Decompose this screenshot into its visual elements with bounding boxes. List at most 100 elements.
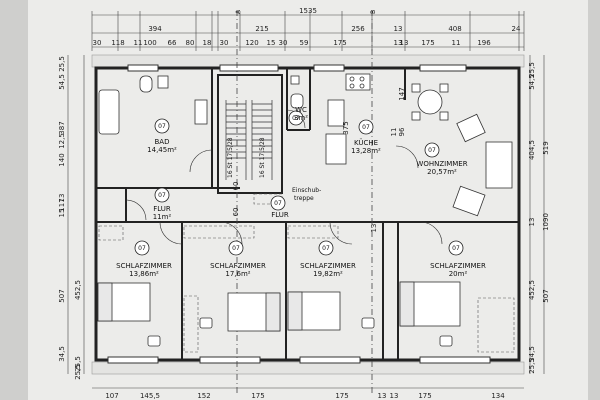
dim-right: 452,5 <box>528 280 536 300</box>
sofa-icon <box>485 141 513 189</box>
dim-right: 34,5 <box>528 346 536 362</box>
dim-right: 54,5 <box>528 74 536 90</box>
section-mark-b: B <box>370 10 377 14</box>
einschub-label: Einschub- <box>292 187 321 194</box>
dim-top-row2: 11 <box>452 39 461 47</box>
wc-sink-icon <box>290 75 300 85</box>
dim-interior: 375 <box>342 121 350 134</box>
room-number: 07 <box>322 245 330 252</box>
dim-bottom: 175 <box>251 392 264 400</box>
room-number: 07 <box>158 123 166 130</box>
room-area: 19,82m² <box>313 270 343 278</box>
room-name: SCHLAFZIMMER <box>116 262 172 270</box>
dim-top-row2: 30 <box>279 39 288 47</box>
dining-table-icon <box>411 83 449 121</box>
dim-bottom: 175 <box>335 392 348 400</box>
dim-top-row2: 175 <box>421 39 434 47</box>
room-number: 07 <box>362 124 370 131</box>
dim-right: 13 <box>528 218 536 227</box>
wardrobes <box>98 225 515 353</box>
dim-right: 25,5 <box>528 62 536 78</box>
living-furniture <box>452 113 513 217</box>
dim-left: 15 <box>58 209 66 218</box>
dim-right: 507 <box>542 289 550 302</box>
dim-left: 140 <box>58 153 66 166</box>
dim-right: 25,5 <box>528 358 536 374</box>
dim-left: 25,5 <box>74 356 82 372</box>
dim-left: 117 <box>58 198 66 211</box>
dim-interior: 96 <box>398 127 406 136</box>
dim-top-row2: 13 <box>400 39 409 47</box>
dim-top-row1: 256 <box>351 25 365 33</box>
dim-top-row1: 215 <box>255 25 268 33</box>
treppe-label: treppe <box>294 195 314 202</box>
bathtub-icon <box>98 89 120 135</box>
dim-top-total: 1535 <box>299 7 317 15</box>
kitchen-counter-icon <box>325 133 347 165</box>
room-name: WC <box>295 106 307 114</box>
room-number-circle <box>318 240 334 256</box>
dim-top-row2: 13 <box>394 39 403 47</box>
dim-left: 25,5 <box>74 364 82 380</box>
room-number-circle <box>288 110 304 126</box>
room-number-circle <box>358 119 374 135</box>
room-area: 17,6m² <box>225 270 250 278</box>
stair-label-right: 16 St 17,5/28 <box>259 137 266 178</box>
dim-left: 12,5 <box>58 133 66 149</box>
dim-left: 34,5 <box>58 346 66 362</box>
dim-left: 54,5 <box>58 74 66 90</box>
room-number-circle <box>154 187 170 203</box>
room-name: SCHLAFZIMMER <box>210 262 266 270</box>
dim-top-row2: 196 <box>477 39 491 47</box>
room-area: 13,86m² <box>129 270 159 278</box>
room-name: WOHNZIMMER <box>416 160 467 168</box>
dim-bottom: 145,5 <box>140 392 160 400</box>
room-number: 07 <box>452 245 460 252</box>
armchair-icon-2 <box>452 185 486 217</box>
dim-bottom: 13 <box>390 392 399 400</box>
dim-top-row2: 30 <box>220 39 229 47</box>
room-number-circle <box>228 240 244 256</box>
dim-top-row2: 59 <box>300 39 309 47</box>
dim-top-row2: 120 <box>245 39 258 47</box>
room-number: 07 <box>158 192 166 199</box>
room-name: SCHLAFZIMMER <box>430 262 486 270</box>
room-number: 07 <box>274 200 282 207</box>
room-number-circle <box>270 195 286 211</box>
kitchen-fixtures <box>325 73 371 165</box>
armchair-icon <box>456 113 486 143</box>
room-number-circle <box>448 240 464 256</box>
door-swings <box>125 109 443 245</box>
room-number: 07 <box>292 115 300 122</box>
room-area: 11m² <box>153 213 172 221</box>
room-area: 14,45m² <box>147 146 177 154</box>
dim-top-row2: 175 <box>333 39 346 47</box>
staircase <box>225 100 273 180</box>
bathroom-fixtures <box>98 75 304 135</box>
dim-interior: 60 <box>232 208 240 217</box>
wc-toilet-icon <box>290 93 304 109</box>
sink-icon <box>157 75 169 89</box>
counter-icon <box>194 99 208 125</box>
dim-interior: 147 <box>398 87 406 100</box>
room-area: 3m² <box>294 114 308 122</box>
dim-left: 25,5 <box>58 56 66 72</box>
dim-top-row1: 408 <box>448 25 461 33</box>
dim-left: 452,5 <box>74 280 82 300</box>
room-name: FLUR <box>271 211 289 219</box>
dim-right: 1090 <box>542 213 550 231</box>
interior-walls <box>96 68 519 360</box>
stove-icon <box>345 73 371 91</box>
